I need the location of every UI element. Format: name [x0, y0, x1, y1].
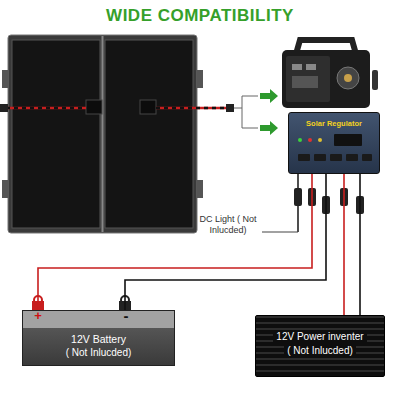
- regulator-button: [346, 154, 358, 161]
- panel-cable: [226, 104, 234, 112]
- negative-wire: [359, 174, 361, 315]
- green-arrow: [260, 89, 278, 135]
- connector-cable: [262, 174, 364, 232]
- node-text: 12V Power inventer: [273, 330, 366, 344]
- green-arrow: [260, 121, 278, 135]
- battery-terminal: [32, 296, 131, 310]
- panel-cable: [242, 108, 258, 128]
- node-text: ( Not Inlucded): [284, 344, 356, 358]
- power-station: [286, 56, 330, 102]
- battery-box: 12V Battery( Not Inlucded): [22, 310, 175, 366]
- panel-cable: [0, 96, 258, 128]
- node-text: ( Not Inlucded): [66, 346, 132, 360]
- green-arrow: [260, 89, 278, 103]
- polarity-mark: +: [31, 309, 45, 323]
- regulator-button: [298, 138, 302, 142]
- node-text: 12V Battery: [71, 332, 126, 346]
- panel-cable: [156, 107, 228, 110]
- regulator-button: [362, 154, 372, 161]
- connector-cable: [262, 231, 298, 232]
- regulator-button: [314, 154, 326, 161]
- diagram-title: WIDE COMPATIBILITY: [0, 6, 400, 26]
- negative-wire: [125, 174, 326, 310]
- connector-cable: [294, 188, 302, 206]
- device-note: DC Light ( Not Inlucded): [192, 214, 264, 236]
- solar-panel: [12, 40, 100, 228]
- solar-panel: [8, 35, 197, 233]
- solar-panel: [102, 36, 104, 232]
- solar-panel: [2, 35, 203, 233]
- regulator-button: [334, 134, 362, 146]
- regulator-button: [318, 138, 322, 142]
- panel-cable: [234, 96, 258, 108]
- solar-panel: [197, 180, 203, 198]
- positive-wire: [38, 174, 312, 310]
- solar-panel: [197, 70, 203, 88]
- solar-panel: [105, 40, 193, 228]
- solar-panel: [2, 180, 8, 198]
- power-station: [372, 70, 378, 90]
- power-station: [306, 64, 316, 70]
- panel-cable: [6, 107, 86, 110]
- power-station: [337, 67, 359, 89]
- panel-cable: [156, 107, 228, 110]
- power-station: [344, 74, 352, 82]
- solar-panel: [140, 100, 156, 114]
- panel-cable: [0, 104, 8, 112]
- inverter-box: 12V Power inventer( Not Inlucded): [255, 315, 385, 377]
- polarity-mark: -: [120, 308, 132, 323]
- solar-panel: [2, 70, 8, 88]
- solar-panel: [86, 100, 102, 114]
- charge-controller: Solar Regulator: [288, 112, 380, 174]
- regulator-button: [330, 154, 342, 161]
- node-text: Solar Regulator: [306, 119, 362, 128]
- power-station: [282, 40, 378, 108]
- power-station: [292, 76, 318, 88]
- power-station: [282, 50, 370, 108]
- power-station: [292, 64, 302, 70]
- regulator-button: [298, 134, 372, 161]
- positive-wire: [343, 174, 345, 315]
- panel-cable: [6, 107, 86, 110]
- regulator-button: [308, 138, 312, 142]
- regulator-button: [298, 154, 310, 161]
